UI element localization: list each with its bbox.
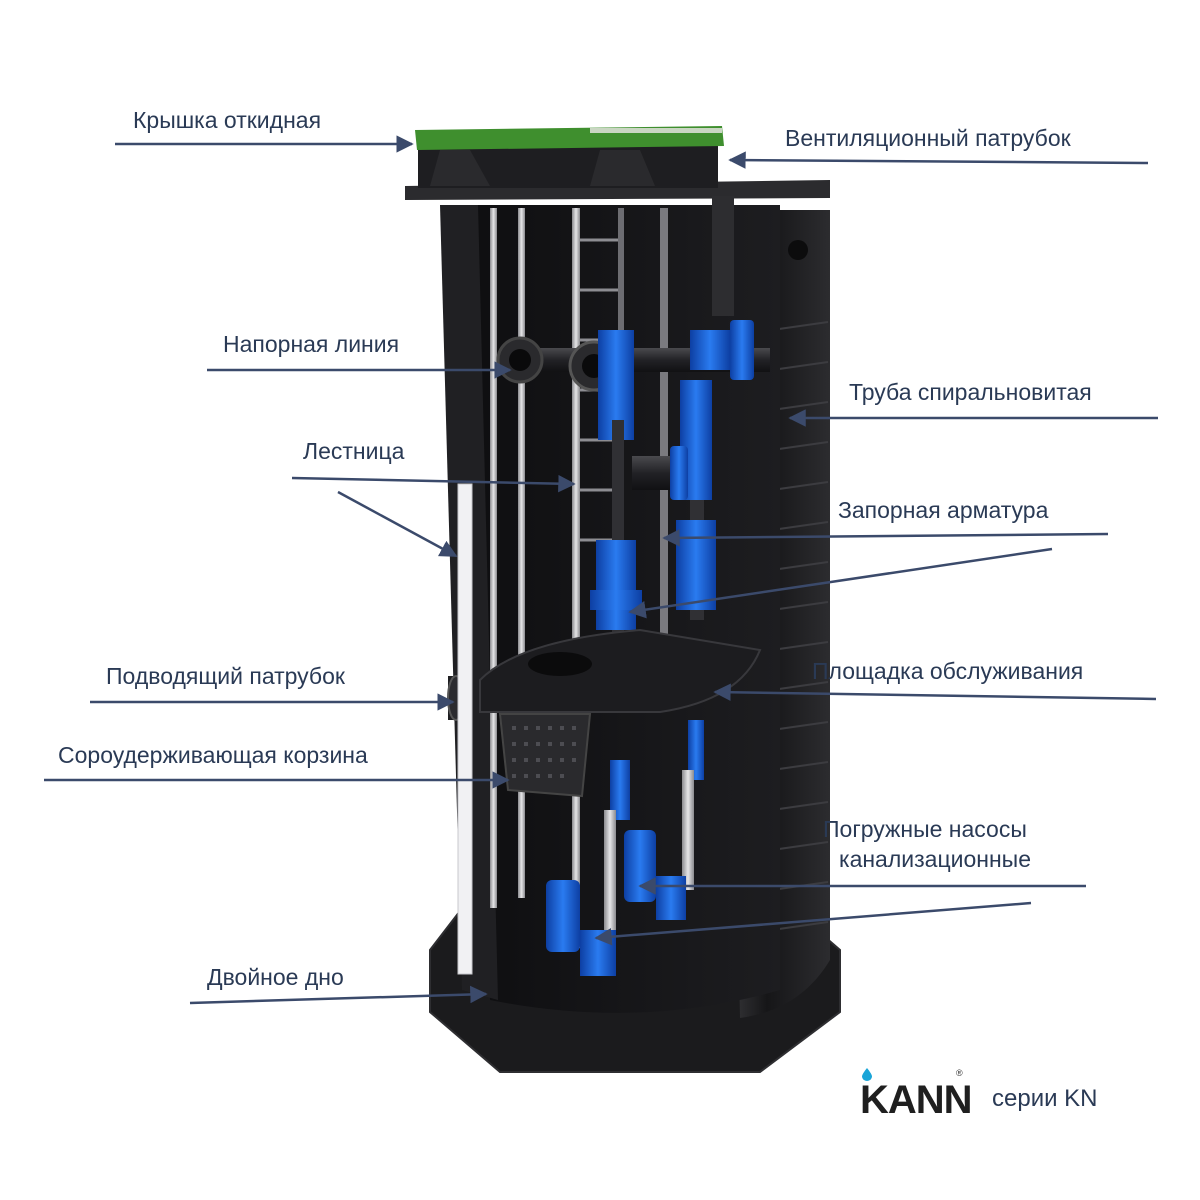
label-ladder: Лестница — [303, 438, 405, 464]
arrow-valves-2 — [628, 547, 1053, 619]
arrow-platform — [713, 683, 1157, 701]
arrow-valves-1 — [662, 529, 1109, 547]
service-platform — [479, 628, 762, 713]
label-inlet: Подводящий патрубок — [106, 663, 345, 689]
label-spiral-pipe: Труба спиральновитая — [849, 379, 1092, 405]
label-cover: Крышка откидная — [133, 107, 322, 133]
brand-series: серии KN — [992, 1085, 1098, 1112]
pressure-line — [496, 320, 770, 392]
brand-block: KANN ® серии KN — [858, 1068, 1158, 1122]
label-basket: Сороудерживающая корзина — [58, 742, 368, 768]
arrow-ladder-pole — [337, 490, 458, 558]
label-valves: Запорная арматура — [838, 497, 1049, 523]
guide-pole — [457, 483, 473, 975]
arrow-pumps-2 — [594, 901, 1032, 946]
registered-mark: ® — [956, 1068, 963, 1078]
arrow-ladder — [291, 474, 576, 493]
water-drop-icon — [862, 1068, 872, 1081]
leader-arrows — [44, 135, 1158, 1005]
vent-pipe — [712, 196, 734, 316]
label-pumps-line2: канализационные — [839, 846, 1031, 872]
label-double-bottom: Двойное дно — [207, 964, 344, 990]
trash-basket — [498, 713, 592, 798]
label-pumps-line1: Погружные насосы — [823, 816, 1027, 842]
label-vent: Вентиляционный патрубок — [785, 125, 1071, 151]
submersible-pumps — [546, 720, 704, 976]
label-pressure-line: Напорная линия — [223, 331, 400, 357]
arrow-double-bottom — [189, 985, 488, 1005]
shutoff-valves — [590, 330, 716, 680]
brand-logo: KANN — [860, 1078, 973, 1122]
label-platform: Площадка обслуживания — [812, 658, 1084, 684]
arrow-vent — [728, 151, 1149, 169]
